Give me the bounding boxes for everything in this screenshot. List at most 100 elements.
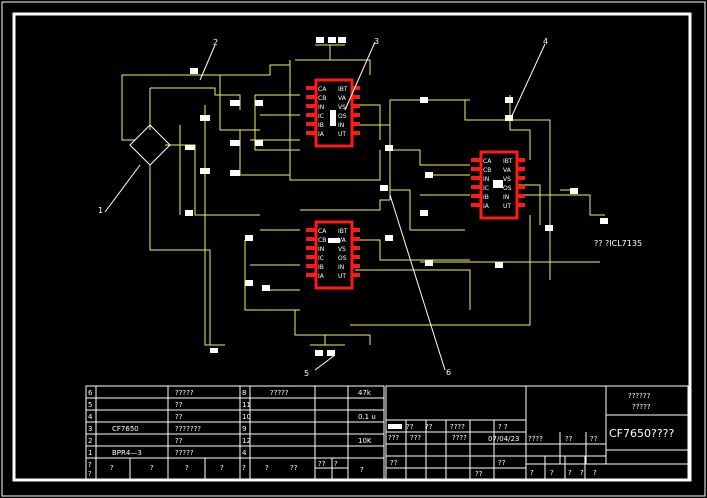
tb-footer-cell: ? xyxy=(568,469,572,477)
bom-cell-no2: 4 xyxy=(242,449,247,457)
ic-pin-label: IA xyxy=(483,203,490,210)
ic-pin-label: IC xyxy=(318,255,324,262)
bom-header: ? ? ? ? ? ? ? ? ?? ?? ? ? xyxy=(88,460,364,478)
ic-pin-label: IC xyxy=(318,113,324,120)
callout-3: 3 xyxy=(374,37,379,46)
bom-cell-val: 47k xyxy=(358,389,372,397)
ic-pin-label: UT xyxy=(338,273,346,280)
bom-cell-no: 4 xyxy=(88,413,93,421)
tb-footer-cell: ? xyxy=(550,469,554,477)
tb-cell: ?? xyxy=(475,470,483,478)
bom-cell-val: 10K xyxy=(358,437,372,445)
callout-6: 6 xyxy=(446,368,451,377)
bom-cell-no2: 11 xyxy=(242,401,251,409)
diode-bridge xyxy=(129,124,171,166)
ic-chip-1 xyxy=(306,78,360,148)
ic-pin-label: IBT xyxy=(503,158,513,165)
bom-cell-no: 6 xyxy=(88,389,93,397)
bom-cell-no: 1 xyxy=(88,449,92,457)
svg-text:?: ? xyxy=(334,460,338,468)
tb-cell: ???? xyxy=(528,435,543,443)
tb-cell: ?? xyxy=(498,459,506,467)
svg-text:?: ? xyxy=(110,464,114,472)
ic-pin-label: IN xyxy=(503,194,509,201)
ic-pin-label: VA xyxy=(338,95,347,102)
ic-pin-label: UT xyxy=(503,203,511,210)
title-line-2: ????? xyxy=(632,403,651,411)
circuit-wiring xyxy=(121,44,605,346)
ic-pin-label: CB xyxy=(483,167,491,174)
svg-text:?: ? xyxy=(220,464,224,472)
ic-pin-label: IN xyxy=(338,122,344,129)
bom-cell-qty_name: ?? xyxy=(175,437,183,445)
ic-pin-label: IA xyxy=(318,131,325,138)
ic-pin-label: CA xyxy=(483,158,492,165)
tb-footer-cell: ? xyxy=(593,469,597,477)
bom-cell-no: 3 xyxy=(88,425,92,433)
ic-pin-label: OS xyxy=(503,185,512,192)
callout-2: 2 xyxy=(213,38,218,47)
tb-date: 07/04/23 xyxy=(488,435,519,443)
bom-cell-no2: 9 xyxy=(242,425,246,433)
svg-text:?: ? xyxy=(150,464,154,472)
tb-cell: ?? xyxy=(406,423,414,431)
bom-cell-spec: ????? xyxy=(270,389,289,397)
bom-cell-qty_name: ?? xyxy=(175,401,183,409)
svg-text:??: ?? xyxy=(290,464,298,472)
tb-cell: ? ? xyxy=(498,423,508,431)
scale-label: ?? xyxy=(425,423,433,431)
ic-pin-label: IBT xyxy=(338,228,348,235)
ic-pin-label: VS xyxy=(338,104,346,111)
svg-text:?: ? xyxy=(88,461,92,469)
bom-cell-val: 0.1 u xyxy=(358,413,376,421)
tb-cell: ?? xyxy=(390,459,398,467)
tb-cell: ???? xyxy=(452,434,467,442)
bom-cell-no: 2 xyxy=(88,437,92,445)
svg-text:?: ? xyxy=(88,470,92,478)
callout-leaders xyxy=(104,41,546,371)
ic-pin-label: CB xyxy=(318,95,326,102)
ic-pin-label: OS xyxy=(338,255,347,262)
ic-pin-label: IN xyxy=(338,264,344,271)
callout-5: 5 xyxy=(304,369,309,378)
ic-pin-label: VS xyxy=(503,176,511,183)
bom-cell-name: CF7650 xyxy=(112,425,139,433)
svg-text:?: ? xyxy=(265,464,269,472)
ic-pin-label: IB xyxy=(483,194,489,201)
tb-footer-cell: ? xyxy=(580,469,584,477)
ic-pin-labels: CA CB IN IC IB IA IBT VA VS OS IN UT CA CB IN IC IB IA IBT… xyxy=(318,86,513,280)
ic-pin-label: IB xyxy=(318,122,324,129)
tb-cell: ??? xyxy=(388,434,399,442)
bom-cell-no2: 12 xyxy=(242,437,251,445)
callout-4: 4 xyxy=(543,37,548,46)
ic-pin-label: IA xyxy=(318,273,325,280)
tb-cell: ??? xyxy=(410,434,421,442)
bom-table xyxy=(85,385,385,481)
callout-1: 1 xyxy=(98,206,103,215)
ic-chip-2 xyxy=(306,220,360,290)
ic-pin-label: VA xyxy=(338,237,347,244)
title-line-1: ?????? xyxy=(628,392,651,400)
ic-pin-label: CB xyxy=(318,237,326,244)
svg-text:??: ?? xyxy=(318,460,326,468)
bom-cell-no2: 10 xyxy=(242,413,251,421)
tb-footer-cell: ? xyxy=(530,469,534,477)
bom-cell-qty_name: ????? xyxy=(175,389,194,397)
svg-text:?: ? xyxy=(185,464,189,472)
bom-cell-no2: 8 xyxy=(242,389,246,397)
svg-text:?: ? xyxy=(360,466,364,474)
ic-pin-label: IN xyxy=(318,246,324,253)
ic-pin-label: CA xyxy=(318,86,327,93)
ic-pin-label: IB xyxy=(318,264,324,271)
ic-pin-label: VA xyxy=(503,167,512,174)
tb-cell: ?? xyxy=(590,435,598,443)
ic-pin-label: UT xyxy=(338,131,346,138)
ic-pin-label: IN xyxy=(483,176,489,183)
drawing-number: CF7650???? xyxy=(609,427,675,440)
ic-chip-3 xyxy=(471,150,525,220)
svg-text:?: ? xyxy=(242,464,246,472)
bom-cell-qty_name: ?? xyxy=(175,413,183,421)
bom-cell-qty_name: ??????? xyxy=(175,425,201,433)
